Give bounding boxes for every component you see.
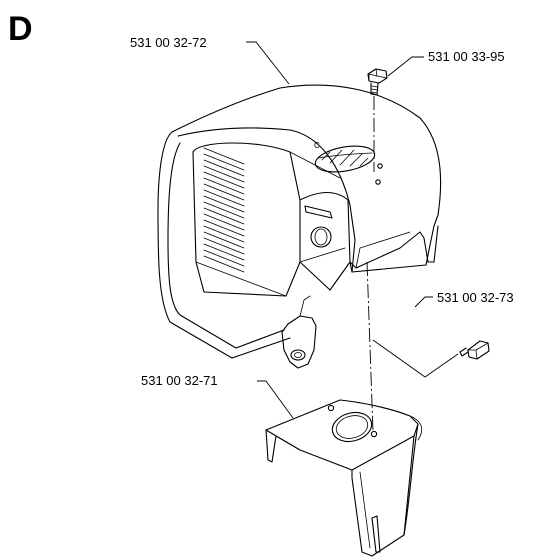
cover-stamp: C: [314, 141, 320, 150]
callout-531-00-32-73: 531 00 32-73: [414, 290, 514, 308]
bracket-slot: [371, 515, 381, 553]
screw-hole: [375, 179, 381, 185]
top-vent: [314, 145, 376, 173]
leader-line: [387, 56, 424, 77]
part-number-label: 531 00 32-73: [437, 290, 514, 305]
cooling-louvers: [203, 147, 245, 273]
bracket-hole: [327, 404, 335, 412]
part-number-label: 531 00 32-72: [130, 35, 207, 50]
leader-line: [257, 380, 294, 419]
screw-axis-line-return: [372, 339, 426, 378]
screw-hole: [377, 163, 383, 169]
leader-line: [246, 41, 290, 85]
part-number-label: 531 00 33-95: [428, 49, 505, 64]
screw-top: [367, 68, 388, 96]
screw-side: [372, 339, 490, 378]
callout-531-00-32-71: 531 00 32-71: [141, 373, 294, 419]
cylinder-cover: C: [157, 84, 442, 369]
section-letter: D: [8, 10, 33, 48]
callout-531-00-32-72: 531 00 32-72: [130, 35, 290, 85]
mounting-bracket: [265, 399, 423, 557]
screw-axis-line: [424, 353, 459, 378]
mounting-tab: [281, 295, 317, 369]
callout-531-00-33-95: 531 00 33-95: [387, 49, 505, 77]
assembly-axis-lower: [366, 261, 374, 433]
part-number-label: 531 00 32-71: [141, 373, 218, 388]
bracket-hole: [370, 430, 378, 438]
leader-line: [414, 296, 433, 308]
